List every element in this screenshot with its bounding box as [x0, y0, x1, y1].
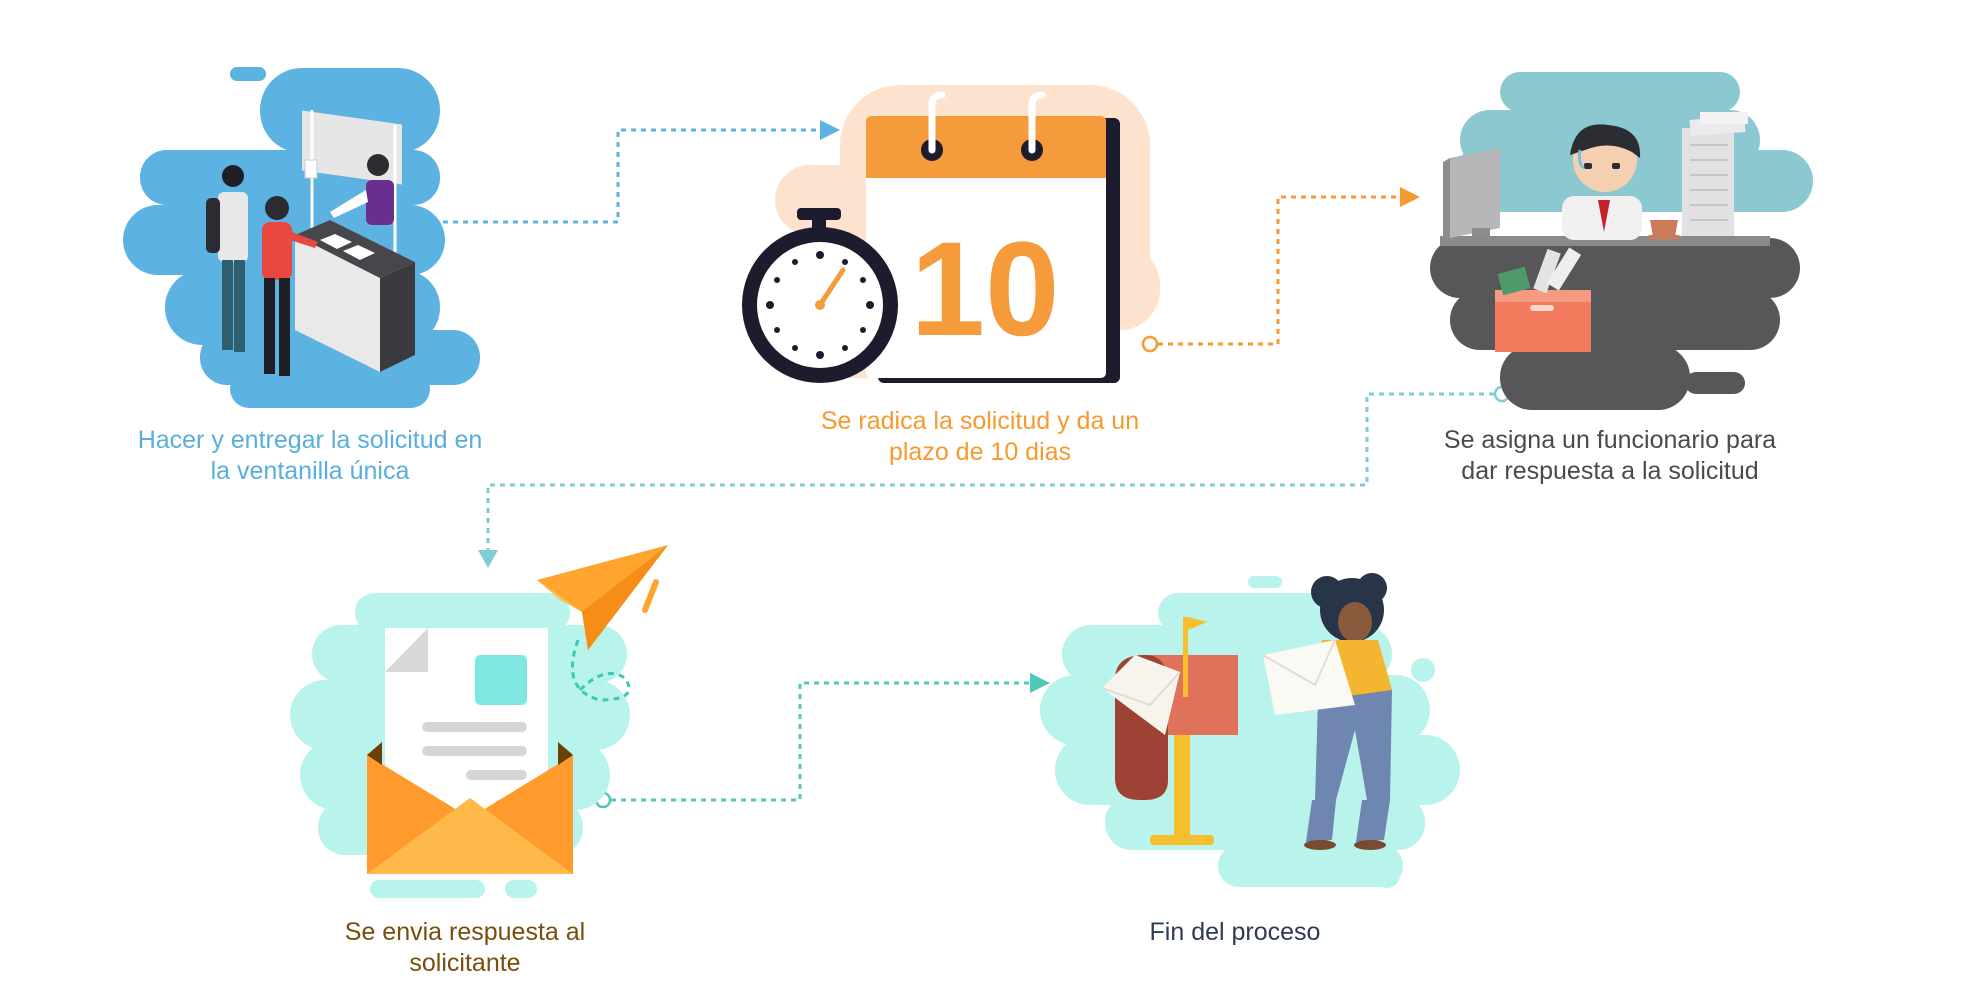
step5-caption: Fin del proceso: [1080, 917, 1390, 948]
step1-illustration: [123, 67, 480, 408]
step3-caption: Se asigna un funcionario para dar respue…: [1410, 425, 1810, 487]
letter-image-icon: [475, 655, 527, 705]
step4-caption: Se envia respuesta al solicitante: [290, 917, 640, 979]
step1-caption-line1: Hacer y entregar la solicitud en: [110, 425, 510, 456]
step3-caption-line2: dar respuesta a la solicitud: [1410, 456, 1810, 487]
connector-step4-to-step5: [596, 673, 1050, 807]
connector-step2-to-step3: [1143, 187, 1420, 351]
step3-caption-line1: Se asigna un funcionario para: [1410, 425, 1810, 456]
calendar-day-number: 10: [910, 215, 1059, 364]
mint-blob-background-2: [1040, 576, 1460, 888]
step4-illustration: [290, 545, 668, 898]
woman-figure: [262, 222, 292, 280]
step1-caption-line2: la ventanilla única: [110, 456, 510, 487]
connector-step1-to-step2: [418, 120, 840, 229]
coffee-cup-icon: [1650, 220, 1678, 236]
step1-caption: Hacer y entregar la solicitud en la vent…: [110, 425, 510, 487]
step5-illustration: [1040, 573, 1460, 888]
step2-caption: Se radica la solicitud y da un plazo de …: [780, 406, 1180, 468]
step2-caption-line2: plazo de 10 dias: [780, 437, 1180, 468]
step5-caption-line1: Fin del proceso: [1080, 917, 1390, 948]
monitor: [1450, 148, 1500, 238]
step4-caption-line2: solicitante: [290, 948, 640, 979]
mailbox-post: [1174, 720, 1190, 840]
man-figure: [218, 192, 248, 262]
step3-illustration: [1430, 72, 1813, 410]
step4-caption-line1: Se envia respuesta al: [290, 917, 640, 948]
step2-caption-line1: Se radica la solicitud y da un: [780, 406, 1180, 437]
dark-blob-background: [1430, 238, 1800, 410]
clerk-figure: [366, 180, 394, 225]
